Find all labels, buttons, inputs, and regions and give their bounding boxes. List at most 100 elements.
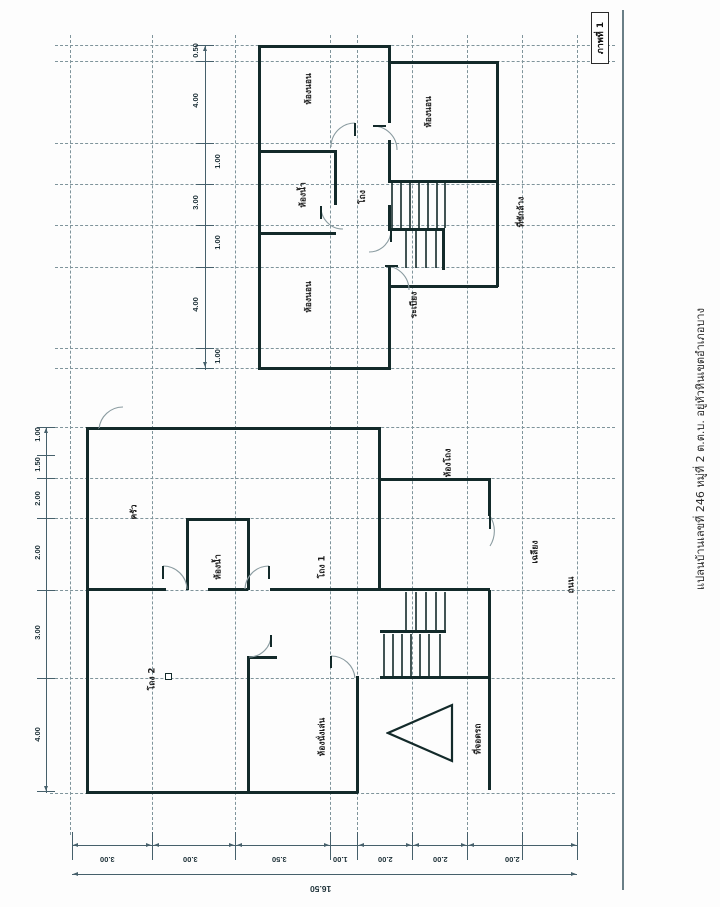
dim-tick xyxy=(37,455,55,456)
wall-low-spine-3 xyxy=(380,588,490,591)
dim-upper-4: 1.00 xyxy=(212,235,222,250)
dim-tick xyxy=(37,478,55,479)
door-swing-bed3 xyxy=(384,265,410,291)
dim-chain-lower xyxy=(46,427,47,793)
room-label-kitchen: ครัว xyxy=(129,504,140,520)
grid-line-v xyxy=(577,35,578,835)
wall-upper-spine-b xyxy=(388,140,391,180)
dim-arrow xyxy=(146,843,151,847)
dim-tick xyxy=(196,45,214,46)
dim-tick xyxy=(37,518,55,519)
wall-low-outer-bottom xyxy=(86,791,358,794)
dim-tick xyxy=(196,143,214,144)
dim-tick xyxy=(522,832,523,860)
grid-line-v xyxy=(522,35,523,835)
room-label-hall-lamp: ห้องโถง xyxy=(443,448,454,478)
dim-tick xyxy=(196,61,214,62)
room-label-bed-2: ห้องนอน xyxy=(423,96,434,128)
grid-line-h xyxy=(55,267,615,268)
dim-arrow xyxy=(414,843,419,847)
dim-bottom-0: 3.00 xyxy=(100,855,115,864)
room-label-balcony: ระเบียง xyxy=(409,291,420,319)
dim-bottom-1: 3.00 xyxy=(183,855,198,864)
room-label-hall-1: โถง 1 xyxy=(317,555,328,579)
dim-upper-6: 1.00 xyxy=(212,349,222,364)
room-label-living: ห้องนั่งเล่น xyxy=(317,717,328,757)
room-label-bath-up: ห้องน้ำ xyxy=(298,182,309,208)
grid-line-h xyxy=(50,793,615,794)
wall-low-kitchen-right xyxy=(247,518,250,590)
wall-low-hall-lamp-left xyxy=(378,427,381,480)
dim-chain-upper xyxy=(205,45,206,370)
door-swing-hall-living xyxy=(330,655,356,679)
carport-triangle-marker xyxy=(385,703,454,767)
sheet-border-line xyxy=(622,10,624,890)
wall-upper-right-top xyxy=(388,61,498,64)
dim-tick xyxy=(196,267,214,268)
dim-tick xyxy=(235,832,236,860)
dim-tick xyxy=(577,832,578,860)
dim-arrow xyxy=(406,843,411,847)
wall-upper-left xyxy=(258,45,261,370)
dim-arrow xyxy=(324,843,329,847)
wall-upper-stair-mid xyxy=(388,228,444,231)
dim-arrow xyxy=(359,843,364,847)
dim-lower-v-1: 1.50 xyxy=(32,457,42,472)
room-label-bath-low: ห้องน้ำ xyxy=(213,554,224,580)
wall-low-spine-2 xyxy=(488,590,491,790)
dim-arrow xyxy=(469,843,474,847)
wall-upper-stair-vert xyxy=(442,228,445,270)
room-label-hall-2: โถง 2 xyxy=(147,667,158,691)
dim-arrow xyxy=(571,843,576,847)
dim-tick xyxy=(152,832,153,860)
wall-upper-div-1 xyxy=(258,150,336,153)
dim-tick xyxy=(37,678,55,679)
dim-bottom-4: 2.00 xyxy=(378,855,393,864)
door-swing-entry-top xyxy=(98,406,124,430)
grid-line-h xyxy=(50,478,615,479)
grid-line-h xyxy=(55,143,615,144)
door-swing-porch xyxy=(488,515,510,547)
dim-bottom-3: 1.00 xyxy=(333,855,348,864)
door-swing-living-left xyxy=(248,634,272,658)
dim-bottom-5: 2.00 xyxy=(433,855,448,864)
room-label-porch: เฉลียง xyxy=(530,540,541,564)
dim-tick xyxy=(467,832,468,860)
door-swing-hall-up xyxy=(372,125,398,151)
grid-line-v xyxy=(330,35,331,835)
wall-low-div-mid-c xyxy=(270,588,380,591)
room-label-hall-up: โถง xyxy=(357,190,368,204)
wall-upper-stair-top xyxy=(388,180,498,183)
dim-lower-v-0: 1.00 xyxy=(32,427,42,442)
dim-lower-v-5: 4.00 xyxy=(32,727,42,742)
grid-line-v xyxy=(70,35,71,835)
dim-tick xyxy=(196,225,214,226)
grid-line-v xyxy=(152,35,153,835)
room-label-carport: ที่จอดรถ xyxy=(473,723,484,755)
wall-upper-right-bottom xyxy=(388,285,498,288)
dim-tick xyxy=(37,791,55,792)
grid-line-h xyxy=(55,225,615,226)
wall-low-hall-lamp-bot xyxy=(378,478,490,481)
wall-low-bath-left xyxy=(186,518,189,590)
grid-line-h xyxy=(55,61,615,62)
dim-upper-5: 4.00 xyxy=(190,297,200,312)
wall-low-living-right xyxy=(356,676,359,793)
sheet-caption: แปลนบ้านเลขที่ 246 หมู่ที่ 2 ต.ต.บ. อยู่… xyxy=(694,308,707,590)
dim-arrow xyxy=(237,843,242,847)
dim-arrow xyxy=(44,786,48,791)
dim-upper-0: 0.50 xyxy=(190,43,200,58)
stair-flight-upper xyxy=(390,182,446,232)
dim-tick xyxy=(37,590,55,591)
figure-label-text: ภาพที่ 1 xyxy=(596,21,606,55)
grid-line-h xyxy=(50,678,615,679)
dim-arrow xyxy=(571,872,576,876)
wall-upper-spine-d xyxy=(388,265,391,370)
wall-upper-spine-c xyxy=(388,205,391,230)
room-label-bed-3: ห้องนอน xyxy=(303,281,314,313)
dim-arrow xyxy=(73,843,78,847)
dim-lower-v-4: 3.00 xyxy=(32,625,42,640)
wall-low-div-mid-a xyxy=(86,588,166,591)
wall-low-bath-top xyxy=(186,518,248,521)
dim-tick xyxy=(357,832,358,860)
